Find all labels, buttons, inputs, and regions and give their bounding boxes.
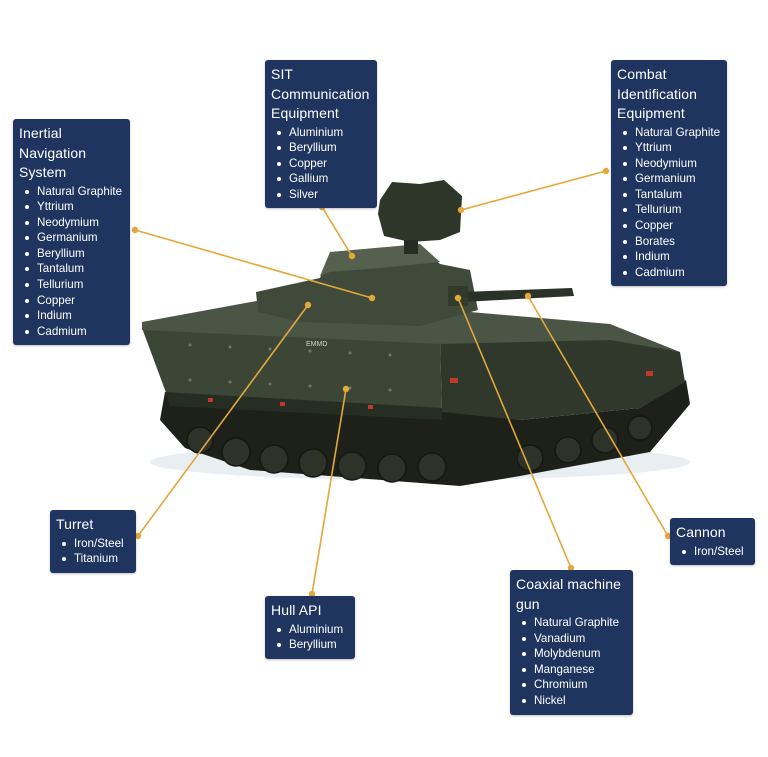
leader-coaxial-machine-gun	[457, 297, 572, 569]
callout-item-list: Iron/Steel	[676, 544, 749, 560]
leader-inertial-navigation-system-start-dot	[131, 226, 139, 234]
leader-turret-start-dot	[134, 532, 142, 540]
leader-hull-api-start-dot	[308, 590, 316, 598]
callout-item: Titanium	[56, 551, 130, 567]
callout-title: SIT Communication Equipment	[271, 66, 370, 121]
leader-cannon-start-dot	[664, 532, 672, 540]
callout-item: Copper	[271, 156, 371, 172]
callout-item: Borates	[617, 234, 721, 250]
callout-item: Tantalum	[19, 261, 124, 277]
side-skirt	[165, 392, 442, 420]
callout-item: Tellurium	[19, 277, 124, 293]
callout-title: Inertial Navigation System	[19, 125, 87, 180]
callout-item: Tantalum	[617, 187, 721, 203]
callout-item: Indium	[617, 249, 721, 265]
callout-item: Aluminium	[271, 125, 371, 141]
callout-item: Vanadium	[516, 631, 627, 647]
callout-item: Chromium	[516, 677, 627, 693]
callout-item: Silver	[271, 187, 371, 203]
callout-item: Beryllium	[271, 637, 349, 653]
callout-item: Copper	[617, 218, 721, 234]
leader-hull-api-end-dot	[342, 385, 350, 393]
sight-mast	[378, 180, 462, 242]
vehicle-marking: EMMD	[306, 341, 327, 348]
callout-item: Indium	[19, 308, 124, 324]
leader-inertial-navigation-system-end-dot	[368, 294, 376, 302]
leader-combat-identification-equipment-end-dot	[457, 206, 465, 214]
callout-item: Neodymium	[19, 215, 124, 231]
cannon-barrel	[462, 288, 574, 302]
callout-item: Manganese	[516, 662, 627, 678]
callout-item: Aluminium	[271, 622, 349, 638]
turret-body	[256, 246, 478, 326]
leader-combat-identification-equipment	[460, 170, 607, 211]
leader-inertial-navigation-system	[134, 229, 373, 299]
leader-coaxial-machine-gun-start-dot	[567, 564, 575, 572]
callout-item: Beryllium	[19, 246, 124, 262]
callout-item: Yttrium	[617, 140, 721, 156]
callout-item: Beryllium	[271, 140, 371, 156]
callout-item: Iron/Steel	[56, 536, 130, 552]
callout-item: Cadmium	[617, 265, 721, 281]
leader-hull-api	[311, 388, 347, 595]
callout-item: Neodymium	[617, 156, 721, 172]
leader-sit-communication-equipment-end-dot	[348, 252, 356, 260]
callout-item: Yttrium	[19, 199, 124, 215]
callout-title: Combat Identification Equipment	[617, 66, 698, 121]
leader-cannon	[527, 295, 669, 537]
leader-cannon-end-dot	[524, 292, 532, 300]
leader-coaxial-machine-gun-end-dot	[454, 294, 462, 302]
leader-combat-identification-equipment-start-dot	[602, 167, 610, 175]
callout-item: Germanium	[19, 230, 124, 246]
callout-item: Nickel	[516, 693, 627, 709]
leader-turret	[137, 304, 309, 537]
callout-cannon: Cannon Iron/Steel	[670, 518, 755, 566]
callout-item: Molybdenum	[516, 646, 627, 662]
leader-sit-communication-equipment	[321, 206, 353, 257]
callout-item: Natural Graphite	[516, 615, 627, 631]
hull-front	[440, 330, 685, 420]
callout-item: Tellurium	[617, 202, 721, 218]
callout-item: Natural Graphite	[617, 125, 721, 141]
callout-item: Natural Graphite	[19, 184, 124, 200]
hull-rivets	[188, 343, 392, 392]
callout-title: Hull API	[271, 602, 322, 618]
road-wheels	[186, 415, 653, 483]
callout-item: Cadmium	[19, 324, 124, 340]
sight-post	[404, 240, 418, 254]
hull-side	[142, 328, 442, 412]
callout-title: Turret	[56, 516, 94, 532]
marker-lights	[208, 371, 653, 409]
callout-title: Coaxial machine gun	[516, 576, 621, 612]
leader-turret-end-dot	[304, 301, 312, 309]
callout-title: Cannon	[676, 524, 726, 540]
callout-item: Germanium	[617, 171, 721, 187]
callout-item: Iron/Steel	[676, 544, 749, 560]
callout-combat-identification-equipment: Combat Identification Equipment Natural …	[611, 60, 727, 287]
callout-item: Copper	[19, 293, 124, 309]
callout-item: Gallium	[271, 171, 371, 187]
callout-inertial-navigation-system: Inertial Navigation System Natural Graph…	[13, 119, 130, 346]
